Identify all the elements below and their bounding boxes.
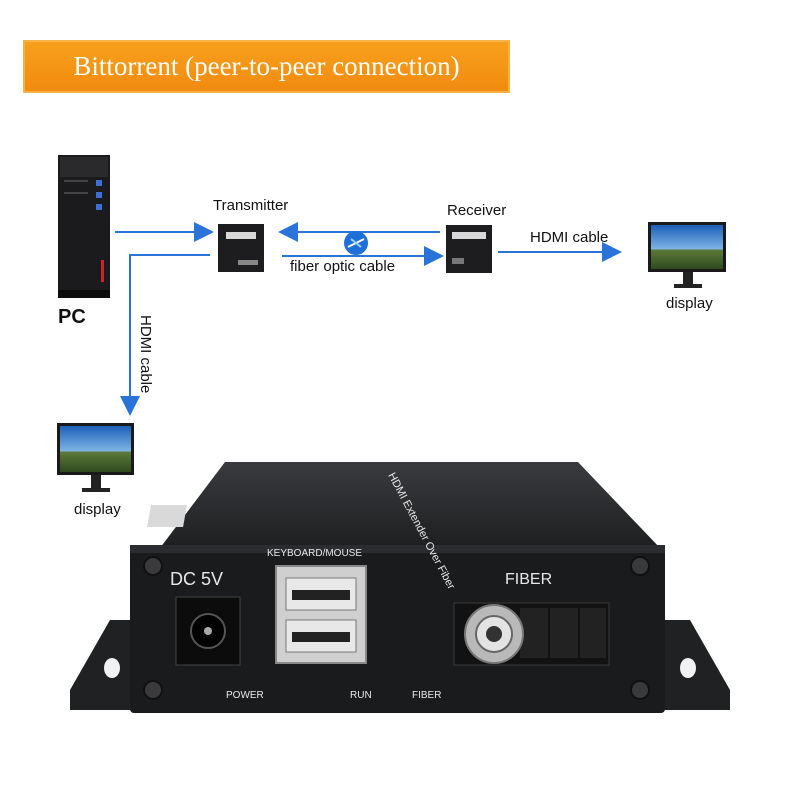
transmitter-icon xyxy=(218,224,264,272)
banner-title: Bittorrent (peer-to-peer connection) xyxy=(23,40,510,93)
dc-label: DC 5V xyxy=(170,569,223,589)
pc-label: PC xyxy=(58,306,86,328)
fiber-link-icon xyxy=(344,231,368,255)
display-left-icon xyxy=(57,423,134,492)
receiver-label: Receiver xyxy=(447,202,507,219)
display-left-label: display xyxy=(74,501,121,518)
fiber-port-label: FIBER xyxy=(505,571,552,588)
transmitter-label: Transmitter xyxy=(213,197,289,214)
fiber-led-label: FIBER xyxy=(412,690,441,701)
display-right-label: display xyxy=(666,295,713,312)
fiber-kvm-extender-device xyxy=(70,462,730,713)
hdmi-cable-right-label: HDMI cable xyxy=(530,229,609,246)
power-led-label: POWER xyxy=(226,690,264,701)
run-led-label: RUN xyxy=(350,690,372,701)
fiber-cable-label: fiber optic cable xyxy=(290,258,396,275)
hdmi-cable-down-label: HDMI cable xyxy=(137,315,154,394)
pc-tower-icon xyxy=(58,155,110,298)
keyboard-mouse-label: KEYBOARD/MOUSE xyxy=(267,548,362,559)
display-right-icon xyxy=(648,222,726,288)
receiver-icon xyxy=(446,225,492,273)
